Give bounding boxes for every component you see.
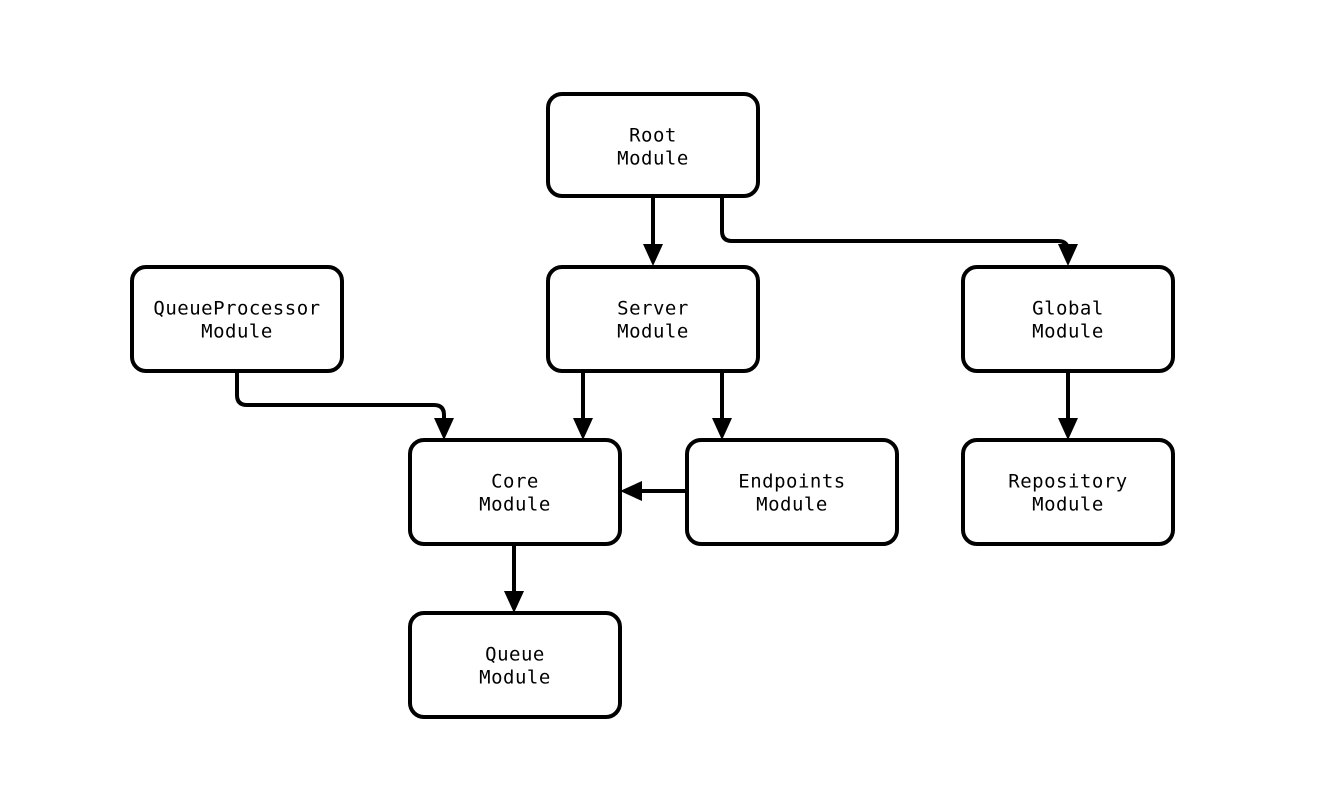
edge-endpoints-to-core bbox=[620, 481, 687, 501]
edge-root-to-global-arrowhead bbox=[1058, 244, 1078, 266]
node-endpoints-module-label-line2: Module bbox=[756, 494, 828, 516]
node-core-module[interactable]: Core Module bbox=[408, 438, 622, 546]
node-root-module-box[interactable] bbox=[546, 92, 760, 198]
node-endpoints-module-label-line1: Endpoints bbox=[738, 471, 845, 493]
edge-root-to-server-arrowhead bbox=[643, 244, 663, 266]
edge-root-to-global bbox=[720, 196, 1078, 266]
node-queueprocessor-module-label-line1: QueueProcessor bbox=[153, 298, 320, 320]
node-root-module[interactable]: Root Module bbox=[546, 92, 760, 198]
edge-root-to-global-line bbox=[720, 196, 1070, 253]
node-server-module-box[interactable] bbox=[546, 265, 760, 373]
node-core-module-box[interactable] bbox=[408, 438, 622, 546]
node-server-module-label-line2: Module bbox=[617, 321, 689, 343]
node-repository-module[interactable]: Repository Module bbox=[961, 438, 1175, 546]
node-global-module[interactable]: Global Module bbox=[961, 265, 1175, 373]
node-server-module-label-line1: Server bbox=[617, 298, 689, 320]
edge-server-to-core bbox=[573, 371, 593, 440]
node-queueprocessor-module[interactable]: QueueProcessor Module bbox=[130, 265, 344, 373]
node-endpoints-module-box[interactable] bbox=[685, 438, 899, 546]
edge-global-to-repository bbox=[1058, 371, 1078, 440]
node-global-module-box[interactable] bbox=[961, 265, 1175, 373]
edge-queueprocessor-to-core-line bbox=[235, 371, 446, 426]
node-endpoints-module[interactable]: Endpoints Module bbox=[685, 438, 899, 546]
node-server-module[interactable]: Server Module bbox=[546, 265, 760, 373]
edge-core-to-queue bbox=[504, 544, 524, 613]
node-queue-module-label-line2: Module bbox=[479, 667, 551, 689]
node-core-module-label-line1: Core bbox=[491, 471, 539, 493]
edge-root-to-server bbox=[643, 196, 663, 266]
node-queueprocessor-module-box[interactable] bbox=[130, 265, 344, 373]
node-queue-module-box[interactable] bbox=[408, 611, 622, 719]
node-queueprocessor-module-label-line2: Module bbox=[201, 321, 273, 343]
edge-endpoints-to-core-arrowhead bbox=[620, 481, 642, 501]
edge-server-to-endpoints-arrowhead bbox=[712, 418, 732, 440]
node-repository-module-label-line2: Module bbox=[1032, 494, 1104, 516]
edge-server-to-core-arrowhead bbox=[573, 418, 593, 440]
node-repository-module-label-line1: Repository bbox=[1008, 471, 1127, 493]
node-global-module-label-line2: Module bbox=[1032, 321, 1104, 343]
edge-global-to-repository-arrowhead bbox=[1058, 418, 1078, 440]
node-queue-module[interactable]: Queue Module bbox=[408, 611, 622, 719]
node-global-module-label-line1: Global bbox=[1032, 298, 1104, 320]
node-root-module-label-line2: Module bbox=[617, 148, 689, 170]
node-core-module-label-line2: Module bbox=[479, 494, 551, 516]
edge-queueprocessor-to-core-arrowhead bbox=[434, 418, 454, 440]
node-queue-module-label-line1: Queue bbox=[485, 644, 545, 666]
node-root-module-label-line1: Root bbox=[629, 125, 677, 147]
edge-server-to-endpoints bbox=[712, 371, 732, 440]
edge-queueprocessor-to-core bbox=[235, 371, 454, 440]
node-repository-module-box[interactable] bbox=[961, 438, 1175, 546]
edge-core-to-queue-arrowhead bbox=[504, 591, 524, 613]
